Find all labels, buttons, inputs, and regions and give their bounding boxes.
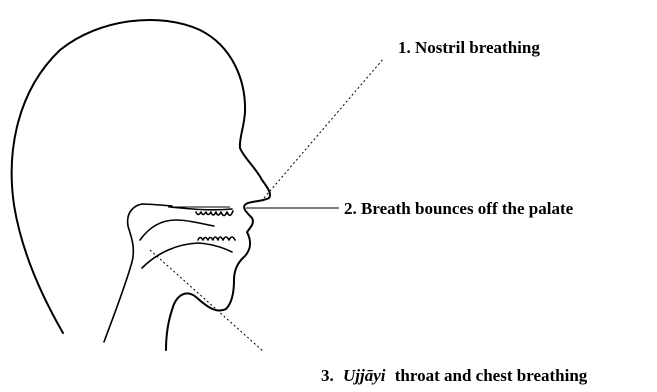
lower-jaw-inner xyxy=(142,243,232,268)
tongue-curve xyxy=(140,220,214,240)
palate-leader-line xyxy=(168,207,339,208)
head-profile xyxy=(12,20,270,350)
lower-teeth xyxy=(198,237,235,240)
throat-label-rest: throat and chest breathing xyxy=(395,366,588,385)
palate-label: 2. Breath bounces off the palate xyxy=(344,199,574,218)
throat-airway xyxy=(104,204,172,342)
nostril-leader-line xyxy=(264,58,384,198)
throat-label-number: 3. xyxy=(321,366,334,385)
nostril-label: 1. Nostril breathing xyxy=(398,38,540,57)
throat-label-term: Ujjāyi xyxy=(343,366,386,385)
throat-label: 3. Ujjāyi throat and chest breathing xyxy=(321,366,588,385)
upper-teeth xyxy=(196,211,233,216)
